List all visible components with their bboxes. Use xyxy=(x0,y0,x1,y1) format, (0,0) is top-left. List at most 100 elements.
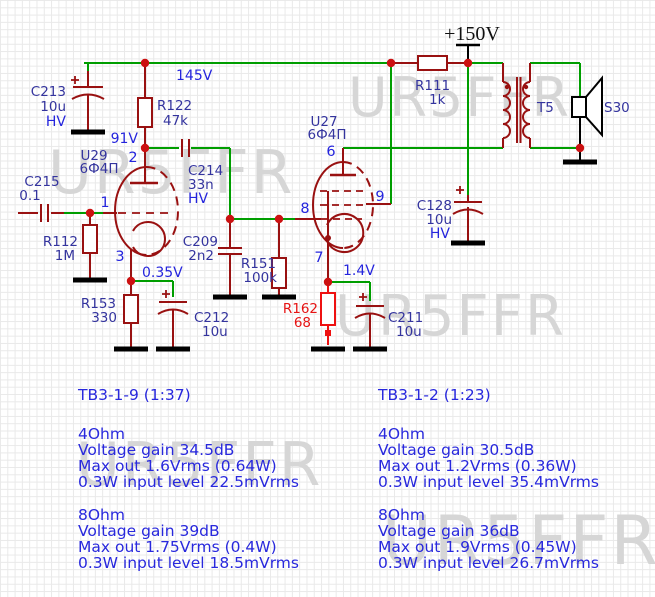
resistor-r153 xyxy=(123,294,139,324)
part-label: R112 xyxy=(43,234,78,250)
part-label: C211 xyxy=(388,310,423,326)
part-value: 100k xyxy=(243,270,277,286)
result-group-4ohm: 4Ohm Voltage gain 34.5dB Max out 1.6Vrms… xyxy=(78,426,378,490)
pin-number: 8 xyxy=(300,201,309,217)
result-line: 0.3W input level 26.7mVrms xyxy=(378,554,599,572)
cathode-arc xyxy=(132,221,166,257)
part-label: C128 xyxy=(417,198,452,214)
resistor-r162-highlighted xyxy=(320,282,336,345)
result-line: Voltage gain 34.5dB xyxy=(78,441,235,459)
capacitor-c213 xyxy=(71,76,105,100)
tube-label: U29 xyxy=(80,148,107,164)
speaker-cone xyxy=(585,75,603,138)
result-line: Max out 1.2Vrms (0.36W) xyxy=(378,457,577,475)
pin-number: 1 xyxy=(100,195,109,211)
part-value: 10u xyxy=(40,99,66,115)
pin-number: 3 xyxy=(115,249,124,265)
power-label: +150V xyxy=(444,23,500,45)
result-line: Max out 1.9Vrms (0.45W) xyxy=(378,538,577,556)
tube-u29 xyxy=(114,148,179,257)
part-label: R111 xyxy=(415,78,450,94)
part-value: 10u xyxy=(202,324,228,340)
core xyxy=(516,77,522,143)
watermark: UR5FFR xyxy=(48,138,295,208)
part-value: 10u xyxy=(396,324,422,340)
part-value: 33n xyxy=(188,177,214,193)
result-group-8ohm: 8Ohm Voltage gain 39dB Max out 1.75Vrms … xyxy=(78,507,378,571)
tube-label: U27 xyxy=(310,114,337,130)
part-note: HV xyxy=(46,114,67,130)
part-value: 0.1 xyxy=(19,188,40,204)
result-line: 4Ohm xyxy=(78,425,125,443)
component-leads xyxy=(18,62,531,347)
part-value: 47k xyxy=(163,113,188,129)
part-value: 1k xyxy=(429,92,446,108)
transformer-label: T5 xyxy=(536,100,554,116)
part-label: R151 xyxy=(241,256,276,272)
part-value: 1M xyxy=(55,248,75,264)
watermark: UR5FFR xyxy=(382,502,655,581)
resistor-r122 xyxy=(137,97,153,128)
capacitor-c215 xyxy=(40,204,49,222)
cathode-arc xyxy=(326,213,365,253)
result-line: 0.3W input level 18.5mVrms xyxy=(78,554,299,572)
tube-u27 xyxy=(312,161,374,253)
result-line: 0.3W input level 22.5mVrms xyxy=(78,473,299,491)
speaker-label: S30 xyxy=(604,100,630,116)
result-line: Voltage gain 39dB xyxy=(78,522,220,540)
watermark: UR5FFR xyxy=(76,430,323,500)
resistor-r111 xyxy=(417,55,448,71)
capacitor-c209 xyxy=(218,247,242,255)
net-voltage: 145V xyxy=(176,68,213,84)
part-label: C209 xyxy=(183,234,218,250)
resistor-r112 xyxy=(82,224,98,254)
part-note: HV xyxy=(188,191,209,207)
part-label-highlighted: R162 xyxy=(283,301,318,317)
primary-winding xyxy=(502,81,511,139)
part-label: R122 xyxy=(157,98,192,114)
result-line: 0.3W input level 35.4mVrms xyxy=(378,473,599,491)
result-title: ТВ3-1-2 (1:23) xyxy=(378,386,491,404)
capacitor-c214 xyxy=(181,139,190,157)
result-line: Max out 1.75Vrms (0.4W) xyxy=(78,538,277,556)
tube-type: 6Ф4П xyxy=(80,161,119,177)
wires xyxy=(64,62,581,301)
resistor-r151 xyxy=(271,257,287,289)
part-label: C215 xyxy=(24,174,59,190)
part-value-highlighted: 68 xyxy=(294,315,311,331)
part-label: C213 xyxy=(31,84,66,100)
result-line: Voltage gain 30.5dB xyxy=(378,441,535,459)
result-group-8ohm: 8Ohm Voltage gain 36dB Max out 1.9Vrms (… xyxy=(378,507,655,571)
tube-type: 6Ф4П xyxy=(308,127,347,143)
capacitor-c212 xyxy=(157,290,189,315)
part-value: 330 xyxy=(91,310,117,326)
ground-symbols xyxy=(71,129,597,352)
result-line: Voltage gain 36dB xyxy=(378,522,520,540)
pin-number: 9 xyxy=(375,189,384,205)
net-voltage: 1.4V xyxy=(343,263,375,279)
part-note: HV xyxy=(430,226,451,242)
results-block-left: ТВ3-1-9 (1:37) 4Ohm Voltage gain 34.5dB … xyxy=(78,387,378,588)
watermark: UR5FFR xyxy=(335,284,566,349)
capacitor-c128 xyxy=(452,186,484,215)
result-line: 4Ohm xyxy=(378,425,425,443)
secondary-winding xyxy=(522,81,531,139)
part-label: C214 xyxy=(188,163,223,179)
result-line: 8Ohm xyxy=(78,506,125,524)
schematic-canvas: +150V 145V 91V 0.35V 1.4V C213 10u HV R1… xyxy=(18,23,630,352)
part-label: C212 xyxy=(194,310,229,326)
junction-dots xyxy=(85,58,585,287)
result-title: ТВ3-1-9 (1:37) xyxy=(78,386,191,404)
capacitor-c211 xyxy=(354,293,386,319)
pin-number: 2 xyxy=(128,150,137,166)
transformer-t5 xyxy=(502,77,531,143)
watermark: UR5FFR xyxy=(348,66,572,129)
result-line: Max out 1.6Vrms (0.64W) xyxy=(78,457,277,475)
speaker-s30 xyxy=(571,75,603,148)
net-voltage: 0.35V xyxy=(142,265,183,281)
part-label: R153 xyxy=(81,296,116,312)
results-block-right: ТВ3-1-2 (1:23) 4Ohm Voltage gain 30.5dB … xyxy=(378,387,655,588)
pin-number: 7 xyxy=(314,250,323,266)
pin-number: 6 xyxy=(326,144,335,160)
